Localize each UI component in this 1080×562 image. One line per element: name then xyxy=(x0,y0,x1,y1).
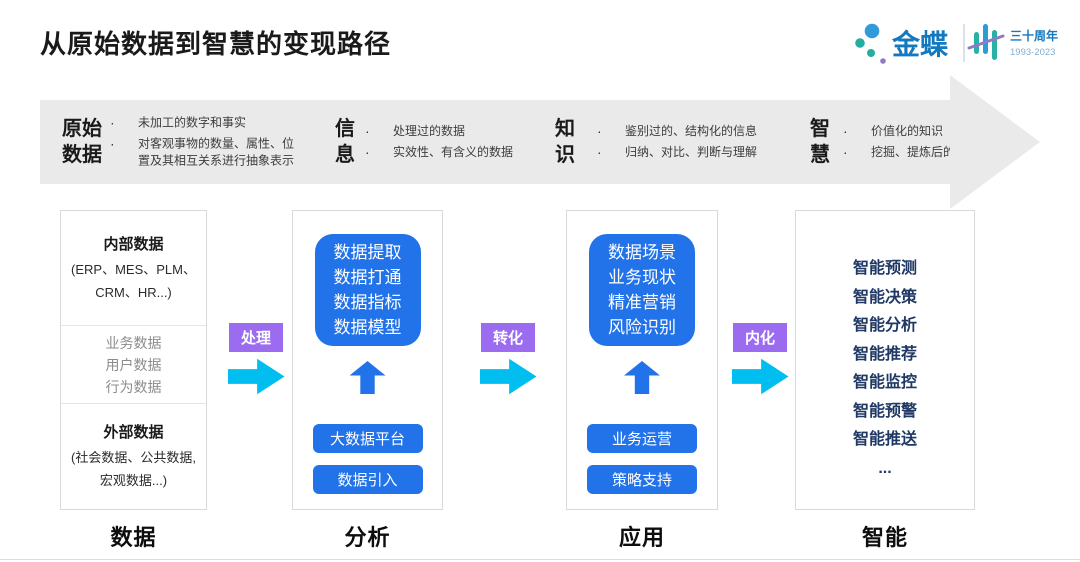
stage-bullet: · 处理过的数据 xyxy=(365,123,466,139)
bullet-dot-icon: · xyxy=(110,135,115,152)
stage-bullet: · 价值化的知识 xyxy=(843,123,944,139)
data-import-button: 数据引入 xyxy=(312,465,423,494)
stage-bullet: · 未加工的数字和事实 xyxy=(110,114,247,131)
data-column: 内部数据 (ERP、MES、PLM、 CRM、HR...) 业务数据 用户数据 … xyxy=(60,210,207,510)
banner-stage-raw-data: 原始 数据 · 未加工的数字和事实 · 对客观事物的数量、属性、位 置及其相互关… xyxy=(40,112,330,172)
banner-stage-knowledge: 知 识 · 鉴别过的、结构化的信息 · 归纳、对比、判断与理解 xyxy=(40,112,757,172)
middle-data-item: 行为数据 xyxy=(105,378,162,395)
stage-label: 智 慧 xyxy=(810,118,830,166)
middle-data-item: 业务数据 xyxy=(105,334,162,351)
intelligence-item: 智能推荐 xyxy=(852,345,917,363)
data-footer-label: 数据 xyxy=(110,525,157,550)
up-arrow-icon xyxy=(624,361,660,394)
stage-bullet: · 归纳、对比、判断与理解 xyxy=(597,144,758,160)
analysis-panel: 数据提取 数据打通 数据指标 数据模型 xyxy=(314,234,421,346)
bullet-dot-icon: · xyxy=(365,144,370,160)
banner-stage-wisdom: 智 慧 · 价值化的知识 · 挖掘、提炼后的决策能力 xyxy=(40,112,1003,172)
bullet-dot-icon: · xyxy=(597,144,602,160)
application-column: 数据场景 业务现状 精准营销 风险识别 业务运营 策略支持 xyxy=(566,210,718,510)
bullet-dot-icon: · xyxy=(843,144,848,160)
stage-bullet: · 鉴别过的、结构化的信息 xyxy=(597,123,758,139)
kingdee-dots-icon xyxy=(855,23,886,64)
right-arrow-icon xyxy=(227,358,285,395)
strategy-support-button: 策略支持 xyxy=(587,465,697,494)
internalize-badge: 内化 xyxy=(733,323,787,352)
intelligence-item-ellipsis: ... xyxy=(878,459,892,477)
right-arrow-icon xyxy=(731,358,789,395)
middle-data-item: 用户数据 xyxy=(105,356,162,373)
right-arrow-icon xyxy=(479,358,537,395)
intelligence-column: 智能预测 智能决策 智能分析 智能推荐 智能监控 智能预警 智能推送 ... xyxy=(795,210,975,510)
stage-label: 知 识 xyxy=(555,118,575,166)
intelligence-item: 智能监控 xyxy=(852,374,917,391)
anniversary-text: 三十周年 xyxy=(1010,28,1058,43)
bullet-dot-icon: · xyxy=(365,123,370,139)
business-operation-button: 业务运营 xyxy=(587,424,697,453)
banner-stage-information: 信 息 · 处理过的数据 · 实效性、有含义的数据 xyxy=(40,112,513,172)
flow-transform: 转化 xyxy=(479,323,537,395)
stage-label: 信 息 xyxy=(335,118,355,166)
external-data-section: 外部数据 (社会数据、公共数据, 宏观数据...) xyxy=(61,404,206,509)
intelligence-item: 智能分析 xyxy=(852,317,917,334)
intelligence-item: 智能预警 xyxy=(852,402,917,420)
process-badge: 处理 xyxy=(229,323,283,352)
flow-process: 处理 xyxy=(227,323,285,395)
bullet-dot-icon: · xyxy=(597,123,602,139)
kingdee-logo: 金蝶 三十周年 1993-2023 xyxy=(855,23,1058,64)
process-banner: 原始 数据 · 未加工的数字和事实 · 对客观事物的数量、属性、位 置及其相互关… xyxy=(40,100,1003,184)
big-data-platform-button: 大数据平台 xyxy=(312,424,423,453)
analysis-column: 数据提取 数据打通 数据指标 数据模型 大数据平台 数据引入 xyxy=(292,210,443,510)
thirty-mark-icon xyxy=(967,24,1005,60)
banner-arrowhead-icon xyxy=(950,75,1040,209)
bullet-dot-icon: · xyxy=(843,123,848,139)
internal-data-title: 内部数据 xyxy=(103,235,164,253)
slide-bottom-edge xyxy=(0,559,1080,560)
application-footer-label: 应用 xyxy=(618,525,665,550)
middle-data-section: 业务数据 用户数据 行为数据 xyxy=(61,326,206,404)
kingdee-brand-text: 金蝶 xyxy=(891,28,949,60)
intelligence-footer-label: 智能 xyxy=(861,525,908,550)
intelligence-item: 智能预测 xyxy=(852,260,917,277)
external-data-detail: (社会数据、公共数据, 宏观数据...) xyxy=(71,450,196,488)
flow-internalize: 内化 xyxy=(731,323,789,395)
intelligence-item: 智能推送 xyxy=(852,431,917,448)
stage-bullet: · 对客观事物的数量、属性、位 置及其相互关系进行抽象表示 xyxy=(110,135,295,168)
transform-badge: 转化 xyxy=(481,323,535,352)
analysis-footer-label: 分析 xyxy=(344,525,391,550)
external-data-title: 外部数据 xyxy=(103,424,164,441)
stage-bullet: · 实效性、有含义的数据 xyxy=(365,144,514,160)
application-panel: 数据场景 业务现状 精准营销 风险识别 xyxy=(589,234,695,346)
internal-data-detail: (ERP、MES、PLM、 CRM、HR...) xyxy=(71,261,196,300)
intelligence-item: 智能决策 xyxy=(852,288,917,306)
page-title: 从原始数据到智慧的变现路径 xyxy=(40,29,392,59)
bullet-dot-icon: · xyxy=(110,114,115,131)
anniversary-years: 1993-2023 xyxy=(1010,47,1055,58)
internal-data-section: 内部数据 (ERP、MES、PLM、 CRM、HR...) xyxy=(61,211,206,326)
stage-label: 原始 数据 xyxy=(62,118,102,166)
up-arrow-icon xyxy=(349,361,386,394)
